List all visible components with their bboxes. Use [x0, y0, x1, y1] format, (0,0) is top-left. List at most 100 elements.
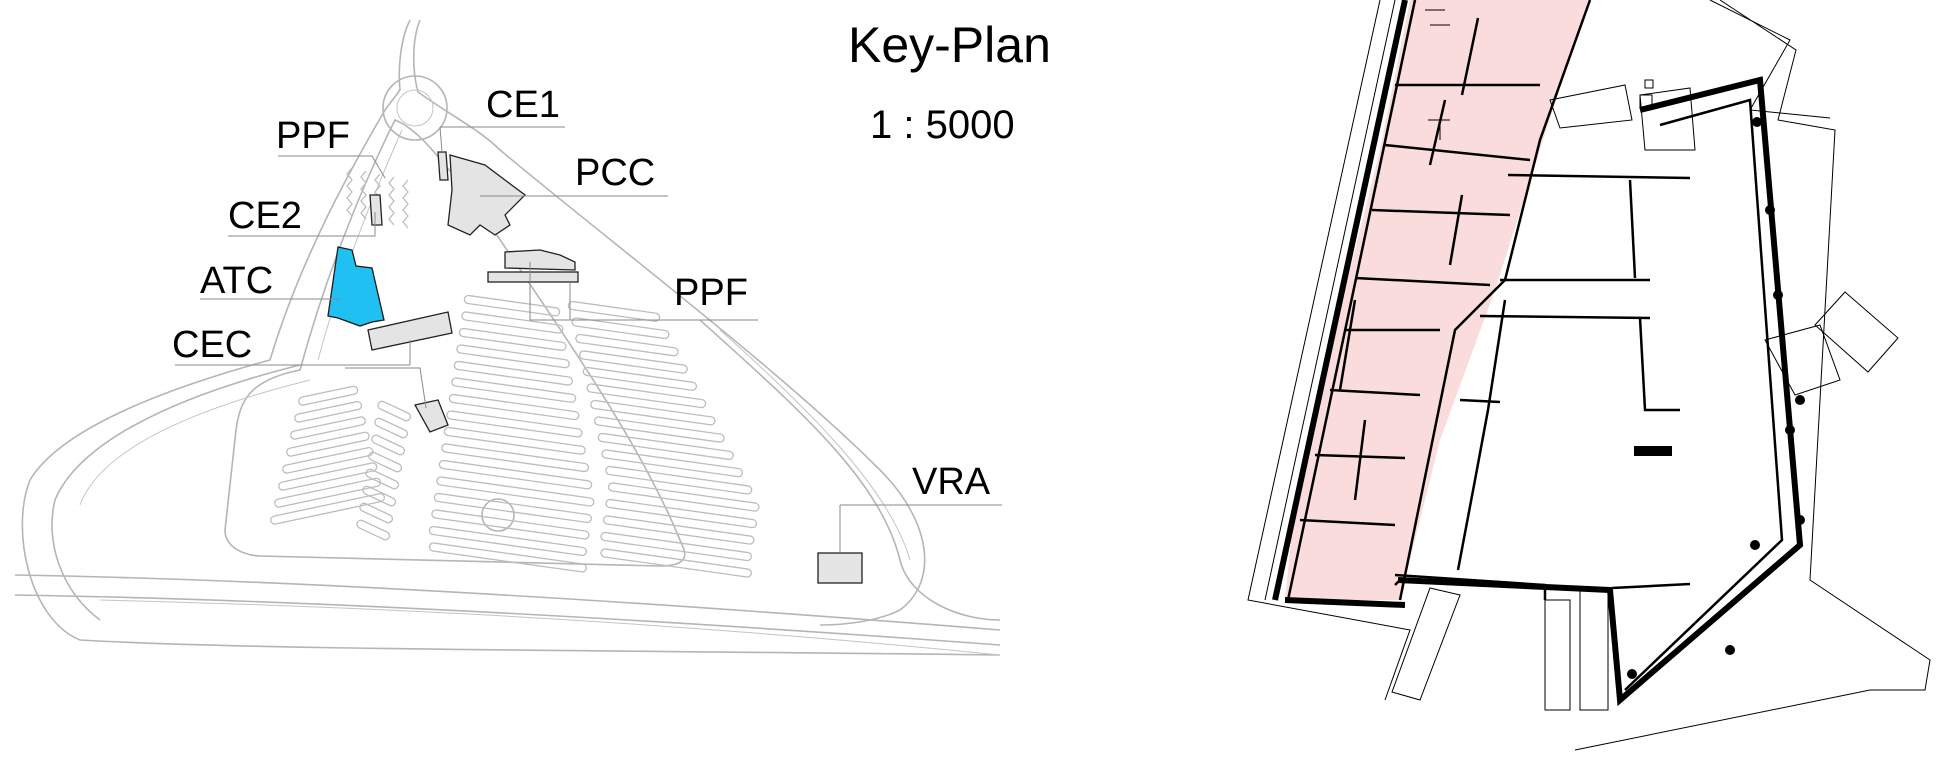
building-ce2 [369, 194, 383, 226]
parking-row [456, 344, 570, 369]
parking-row [582, 366, 698, 391]
parking-row [453, 360, 574, 386]
parking-row [360, 170, 367, 220]
parking-row [590, 399, 716, 426]
parking-row [605, 498, 758, 529]
structural-columns [1627, 117, 1805, 679]
column-dot [1765, 205, 1775, 215]
annex-structures [1391, 79, 1899, 711]
east-hall-walls [1394, 76, 1804, 707]
parking-row [274, 477, 382, 508]
parking-row [451, 377, 577, 403]
floor-plan [1247, 0, 1931, 751]
leader-small-west [345, 367, 427, 409]
site-boundary-east [1574, 0, 1931, 751]
wall-west-inner [1286, 0, 1417, 601]
parking-row [270, 492, 386, 525]
parking-row [431, 509, 590, 540]
parking-row [402, 179, 409, 229]
parking-row [607, 482, 760, 512]
room-partitions [1299, 9, 1540, 527]
parking-row [441, 443, 590, 473]
parking-row [446, 410, 583, 438]
parking-row [282, 446, 374, 474]
parking-row [346, 167, 353, 217]
parking-row [602, 515, 755, 545]
label-cec: CEC [172, 324, 252, 366]
leader-ce2 [228, 212, 376, 237]
wall-west-outer [1272, 0, 1408, 601]
parking-row [377, 400, 412, 422]
building-ce1 [437, 151, 449, 181]
parking-row [294, 400, 363, 423]
column-dot [1785, 425, 1795, 435]
building-atc-highlight [327, 246, 385, 327]
label-ce2: CE2 [228, 195, 302, 237]
parking-row [461, 311, 564, 334]
building-ppf-east-strip [487, 271, 579, 283]
column-dot [1795, 395, 1805, 405]
column-dot [1795, 515, 1805, 525]
parking-row [433, 492, 592, 524]
parking-row [278, 462, 378, 491]
parking-row [428, 525, 587, 557]
parking-row [374, 417, 409, 439]
building-pcc [447, 154, 526, 236]
parking-row [438, 459, 593, 490]
parking-row [443, 426, 586, 455]
parking-area-east [428, 294, 760, 578]
site-boundary-inner [1709, 0, 1831, 119]
parking-row [388, 176, 395, 226]
wall-west-line [1264, 0, 1396, 601]
key-plan-title: Key-Plan [848, 17, 1051, 73]
label-ppf-north: PPF [276, 115, 350, 157]
site-roads [14, 19, 1001, 656]
parking-row [601, 449, 744, 478]
parking-row [448, 393, 580, 421]
building-ppf-east [504, 249, 576, 271]
building-small-west [414, 399, 449, 433]
parking-row [600, 531, 753, 562]
parking-row [586, 383, 707, 409]
leader-ppf-north [278, 155, 386, 179]
column-dot [1750, 540, 1760, 550]
parking-row [368, 451, 403, 473]
column-dot [1627, 669, 1637, 679]
parking-row [567, 300, 661, 322]
parking-row [356, 519, 391, 541]
parking-area-west [270, 385, 412, 541]
leader-ppf-east [529, 262, 758, 321]
label-ce1: CE1 [486, 84, 560, 126]
column-dot [1773, 290, 1783, 300]
parking-row [428, 542, 587, 573]
parking-row [290, 416, 366, 440]
parking-row [605, 465, 753, 495]
parking-row [575, 333, 679, 357]
parking-row [436, 476, 595, 507]
label-vra: VRA [912, 461, 991, 503]
site-boundary [1247, 0, 1411, 701]
parking-row [597, 432, 734, 461]
parking-row [371, 434, 406, 456]
parking-area-north [346, 167, 409, 229]
label-ppf-east: PPF [674, 272, 748, 314]
wall-south-block [1284, 597, 1406, 608]
building-cec [367, 311, 453, 351]
column-dot [1725, 645, 1735, 655]
parking-row [578, 350, 688, 374]
parking-row [463, 294, 561, 317]
parking-row [286, 431, 370, 457]
parking-row [298, 385, 359, 406]
parking-row [571, 317, 670, 340]
parking-row [593, 416, 725, 443]
key-plan: Key-Plan 1 : 5000 PPF CE1 PCC CE2 ATC PP… [14, 17, 1051, 656]
leader-lines [175, 126, 1002, 553]
parking-row [600, 548, 753, 578]
label-atc: ATC [200, 260, 273, 302]
label-pcc: PCC [575, 152, 655, 194]
leader-ce1-drop [439, 126, 443, 153]
building-vra [817, 552, 863, 584]
key-plan-scale: 1 : 5000 [870, 103, 1015, 147]
column-dot [1752, 117, 1762, 127]
